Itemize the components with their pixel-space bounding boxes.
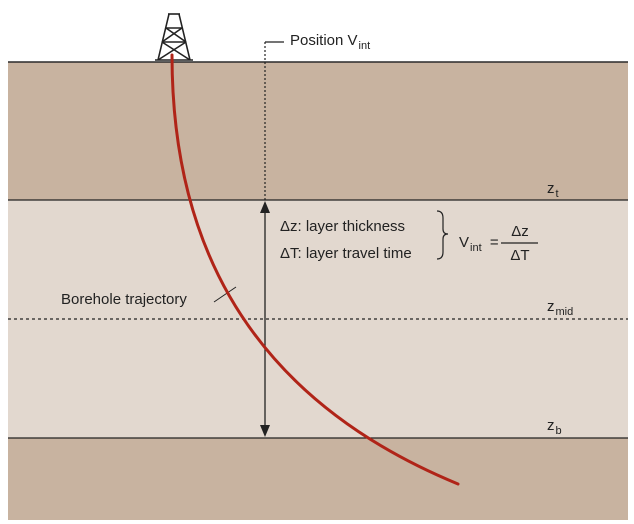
formula-lhs: Vint =: [459, 234, 499, 254]
formula-lhs-main: V: [459, 234, 470, 251]
travel-time-label: ΔT: layer travel time: [280, 245, 412, 262]
position-label-main: Position V: [290, 32, 358, 49]
thickness-label: Δz: layer thickness: [280, 218, 406, 235]
top-depth-main: z: [547, 180, 555, 197]
formula-lhs-sub: int: [470, 242, 482, 254]
brace-icon: [436, 210, 449, 260]
mid-depth-label: zmid: [547, 298, 573, 318]
mid-depth-sub: mid: [555, 306, 574, 318]
formation-upper: [8, 62, 628, 200]
borehole-leader: [213, 286, 237, 303]
bottom-depth-main: z: [547, 417, 555, 434]
borehole-trajectory: [170, 53, 460, 486]
formula-numerator: Δz: [511, 223, 529, 240]
bottom-depth-sub: b: [555, 425, 562, 437]
mid-depth-main: z: [547, 298, 555, 315]
drilling-rig-icon: [155, 13, 193, 61]
position-label: Position Vint: [290, 32, 370, 52]
position-label-sub: int: [358, 40, 371, 52]
thickness-arrow: [260, 201, 270, 437]
borehole-label: Borehole trajectory: [61, 291, 187, 308]
bottom-depth-label: zb: [547, 417, 562, 437]
formula-equals: =: [489, 234, 499, 251]
top-depth-sub: t: [555, 188, 559, 200]
formula-denominator: ΔT: [510, 247, 530, 264]
formation-lower: [8, 438, 628, 520]
top-depth-label: zt: [547, 180, 559, 200]
